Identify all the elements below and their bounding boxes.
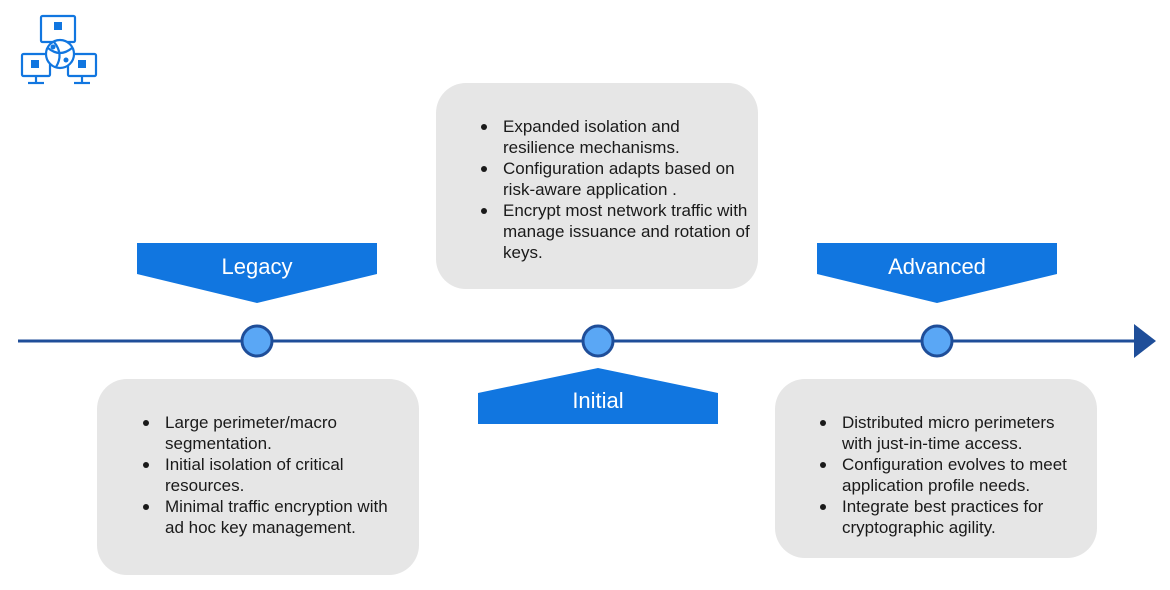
marker-advanced [920,324,954,358]
bullet-list-legacy: Large perimeter/macro segmentation. Init… [143,412,393,538]
banner-advanced [817,243,1057,303]
list-item: Initial isolation of critical resources. [143,454,393,496]
card-advanced: Distributed micro perimeters with just-i… [775,379,1097,558]
list-item: Configuration adapts based on risk-aware… [481,158,751,200]
list-item: Distributed micro perimeters with just-i… [820,412,1082,454]
list-item: Minimal traffic encryption with ad hoc k… [143,496,393,538]
stage-label-legacy: Legacy [222,254,293,279]
list-item: Large perimeter/macro segmentation. [143,412,393,454]
bullet-list-advanced: Distributed micro perimeters with just-i… [820,412,1082,538]
stage-label-initial: Initial [572,388,623,413]
list-item: Expanded isolation and resilience mechan… [481,116,751,158]
list-item: Integrate best practices for cryptograph… [820,496,1082,538]
marker-initial [581,324,615,358]
card-legacy: Large perimeter/macro segmentation. Init… [97,379,419,575]
bullet-list-initial: Expanded isolation and resilience mechan… [481,116,751,263]
banner-initial [478,368,718,424]
network-computers-icon [20,14,98,85]
stage-label-advanced: Advanced [888,254,986,279]
card-initial: Expanded isolation and resilience mechan… [436,83,758,289]
timeline-arrowhead [1134,324,1156,358]
list-item: Encrypt most network traffic with manage… [481,200,751,263]
banner-legacy [137,243,377,303]
marker-legacy [240,324,274,358]
list-item: Configuration evolves to meet applicatio… [820,454,1082,496]
